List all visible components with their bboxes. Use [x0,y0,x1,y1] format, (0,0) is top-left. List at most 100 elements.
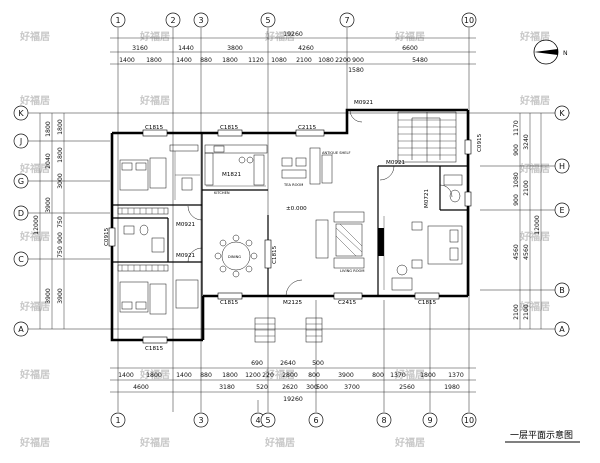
watermark: 好福居 [519,300,550,313]
watermark: 好福居 [139,436,170,449]
axis-label: 1 [115,416,120,425]
dim: 880 [200,57,212,64]
axis-label: 1 [115,16,120,25]
axis-label: E [559,206,564,215]
axis-label: B [559,286,565,295]
door-label: M0921 [176,222,196,228]
dim: 3240 [523,134,530,150]
window-label: C1815 [220,300,239,306]
watermark: 好福居 [139,94,170,107]
dim: 2200 [335,57,351,64]
axis-label: 5 [265,416,270,425]
axis-label: D [18,209,24,218]
dim: 880 [200,372,212,379]
watermark: 好福居 [519,30,550,43]
watermark: 好福居 [264,368,295,381]
axis-label: K [18,109,24,118]
dim: 1400 [176,57,192,64]
dim: 1800 [222,57,238,64]
dim: 1080 [271,57,287,64]
tea-room: TEA ROOM ANTIQUE SHELF [281,147,351,187]
bathroom-right [443,174,463,203]
axis-label: 3 [198,16,203,25]
entrance [254,317,323,343]
dim: 750 [57,246,64,258]
axis-label: J [19,137,22,146]
dim: 900 [57,232,64,244]
window-label: C1815 [145,125,164,131]
dim: 4560 [523,244,530,260]
dim: 900 [513,194,520,206]
watermark: 好福居 [394,368,425,381]
dim: 690 [251,360,263,367]
window-label: C0915 [104,227,110,246]
dim-total-bottom: 19260 [283,396,303,403]
grid-axes-left: K J G D C A [13,105,29,337]
watermark: 好福居 [139,368,170,381]
watermark: 好福居 [394,30,425,43]
watermark: 好福居 [19,300,50,313]
watermark: 好福居 [19,368,50,381]
axis-label: H [559,162,565,171]
axis-label: G [18,177,24,186]
dim: 1370 [448,372,464,379]
dim: 1800 [420,372,436,379]
dim: 300 [306,384,318,391]
door-label: M2125 [283,300,303,306]
dim: 1800 [45,121,52,137]
window-label: C1815 [272,245,278,264]
axis-label: 4 [255,416,260,425]
dim: 3900 [45,197,52,213]
watermark: 好福居 [19,94,50,107]
dim: 500 [316,384,328,391]
dim: 1370 [390,372,406,379]
watermark: 好福居 [519,94,550,107]
dim: 3900 [338,372,354,379]
dimension-right: 1170 900 1080 900 4560 2100 3240 2100 45… [513,113,542,329]
dim: 800 [372,372,384,379]
dim: 5480 [412,57,428,64]
dim: 220 [262,372,274,379]
axis-label: 7 [344,16,349,25]
window-label: C0915 [477,133,483,152]
axis-label: 5 [265,16,270,25]
master-bedroom [383,216,463,291]
watermark: 好福居 [19,30,50,43]
watermark: 好福居 [264,30,295,43]
door-label: M1821 [222,172,242,178]
staircase [397,111,457,163]
door-label: M0921 [354,100,374,106]
opening-labels: C1815 C1815 C2115 C1815 C2415 C1815 C181… [104,100,483,352]
dim: 2100 [513,304,520,320]
axis-label: A [559,325,565,334]
room-label-tea: TEA ROOM [283,183,303,187]
bedroom-2 [117,264,199,315]
dim: 4560 [513,244,520,260]
room-label-dining: DINING [228,255,241,259]
windows [108,129,472,344]
dim: 1580 [348,67,364,74]
watermark: 好福居 [394,436,425,449]
dim: 1170 [513,120,520,136]
axis-label: 8 [381,416,386,425]
bedroom-1 [119,144,200,200]
door-label: M0921 [386,160,406,166]
grid-axes-top: 1 2 3 5 7 10 [110,12,477,28]
axis-label: 3 [198,416,203,425]
dim: 2620 [282,384,298,391]
room-label-kitchen: KITCHEN [214,191,230,195]
window-label: C1815 [145,346,164,352]
watermarks: 好福居 好福居 好福居 好福居 好福居 好福居 好福居 好福居 好福居 好福居 … [19,30,550,449]
dim: 1400 [119,57,135,64]
dim: 2100 [296,57,312,64]
axis-label: 9 [427,416,432,425]
dim: 750 [57,216,64,228]
door-label: M0721 [424,188,430,208]
drawing-title: 一层平面示意图 [505,429,580,443]
dim: 2040 [45,153,52,169]
dim: 900 [513,144,520,156]
window-label: C2115 [298,125,317,131]
dim: 2800 [282,372,298,379]
